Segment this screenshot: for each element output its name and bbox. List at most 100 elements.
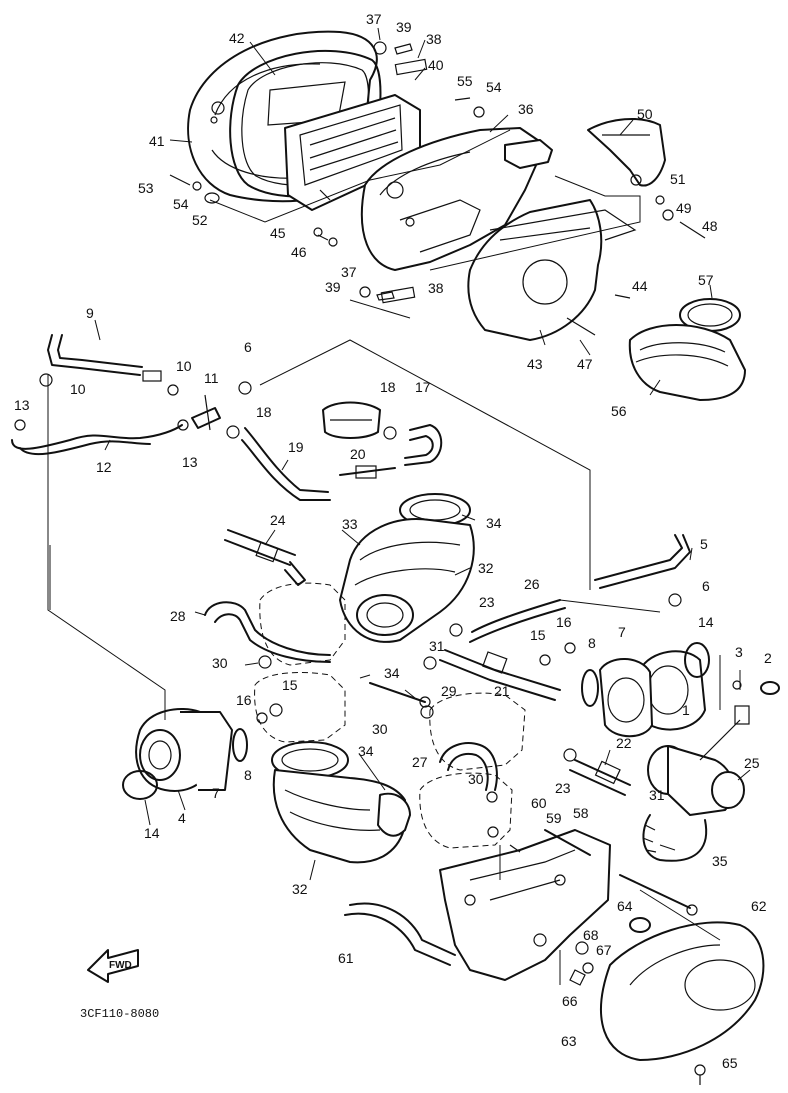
plate-7 [599,658,653,738]
part-label-21: 21 [494,683,510,699]
part-label-65: 65 [722,1055,738,1071]
part-label-30c: 30 [468,771,484,787]
forward-arrow-label: FWD [109,960,132,971]
part-label-34b: 34 [384,665,400,681]
carburetor-body-right [419,692,526,849]
part-number-labels: 2 3 4 5 6 6 7 7 8 8 9 10 10 11 12 13 13 … [14,11,772,1071]
side-cover-63 [600,921,765,1085]
hose-24 [224,529,306,586]
part-label-39: 39 [396,19,412,35]
part-label-41: 41 [149,133,165,149]
part-label-68: 68 [583,927,599,943]
part-label-3: 3 [735,644,743,660]
hose-28 [204,601,331,663]
part-label-58: 58 [573,805,589,821]
part-label-16b: 16 [556,614,572,630]
part-label-32b: 32 [292,881,308,897]
part-label-12: 12 [96,459,112,475]
bracket-cover [587,118,666,187]
part-label-17: 17 [415,379,431,395]
hose-17 [404,424,443,466]
plug-2 [760,681,780,695]
hose-26 [469,599,566,643]
part-label-30: 30 [212,655,228,671]
part-label-8b: 8 [588,635,596,651]
part-label-26: 26 [524,576,540,592]
intake-duct-lower [271,741,411,864]
part-label-10b: 10 [70,381,86,397]
part-label-31: 31 [429,638,445,654]
part-label-50: 50 [637,106,653,122]
part-label-54b: 54 [486,79,502,95]
tube-22 [563,748,631,796]
clips-small [14,373,397,440]
bolt-62 [619,874,698,916]
part-label-49: 49 [676,200,692,216]
part-label-55: 55 [457,73,473,89]
solenoid-25 [647,705,750,816]
part-label-27: 27 [412,754,428,770]
part-label-19: 19 [288,439,304,455]
part-label-63: 63 [561,1033,577,1049]
part-label-37: 37 [366,11,382,27]
wire-35 [642,814,708,862]
part-label-45: 45 [270,225,286,241]
part-label-15: 15 [282,677,298,693]
part-label-31b: 31 [649,787,665,803]
air-filter-element [284,94,421,211]
part-label-25: 25 [744,755,760,771]
hose-12 [11,424,183,456]
part-label-56: 56 [611,403,627,419]
gasket-8-left [232,728,248,762]
part-label-30b: 30 [372,721,388,737]
part-label-4: 4 [178,810,186,826]
part-label-7b: 7 [618,624,626,640]
small-fasteners-top [169,41,706,336]
part-label-29: 29 [441,683,457,699]
part-label-7: 7 [212,785,220,801]
part-label-18b: 18 [256,404,272,420]
intake-joint-56 [628,298,746,401]
part-label-62: 62 [751,898,767,914]
part-label-33: 33 [342,516,358,532]
part-label-67: 67 [596,942,612,958]
part-label-34: 34 [486,515,502,531]
joint-11 [191,394,221,431]
part-label-5: 5 [700,536,708,552]
part-label-52: 52 [192,212,208,228]
part-label-13: 13 [14,397,30,413]
rod-61 [344,902,456,966]
air-duct-cover [467,199,637,341]
part-label-57: 57 [698,272,714,288]
part-label-53: 53 [138,180,154,196]
bracket-58 [439,829,611,981]
forward-arrow-icon: FWD [87,949,139,983]
gasket-14-left [122,770,158,800]
part-label-14b: 14 [698,614,714,630]
part-label-48: 48 [702,218,718,234]
part-label-35: 35 [712,853,728,869]
hose-9 [47,334,162,382]
gasket-14-right [684,642,710,678]
part-label-46: 46 [291,244,307,260]
part-label-59: 59 [546,810,562,826]
part-label-1: 1 [682,702,690,718]
bolt-29 [369,682,431,708]
part-label-22: 22 [616,735,632,751]
part-label-8: 8 [244,767,252,783]
part-label-61: 61 [338,950,354,966]
part-label-18: 18 [380,379,396,395]
part-label-40: 40 [428,57,444,73]
tube-21 [439,649,561,701]
part-label-38: 38 [426,31,442,47]
leader-lines [47,27,751,985]
part-label-2: 2 [764,650,772,666]
canister-bracket [322,401,381,439]
part-label-6b: 6 [702,578,710,594]
carburetor-body-left [254,582,346,743]
part-label-16: 16 [236,692,252,708]
part-label-42: 42 [229,30,245,46]
part-label-36: 36 [518,101,534,117]
part-label-13b: 13 [182,454,198,470]
hose-5 [594,534,691,589]
